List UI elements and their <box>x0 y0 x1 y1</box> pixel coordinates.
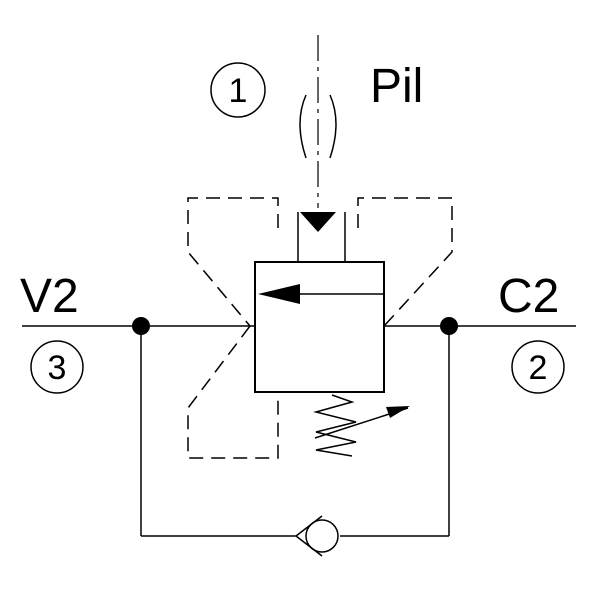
svg-text:1: 1 <box>229 72 248 110</box>
valve-body <box>254 261 385 393</box>
svg-text:2: 2 <box>529 349 548 387</box>
port-label-v2: V2 <box>20 270 79 323</box>
port-number-v2: 3 <box>30 340 84 394</box>
port-number-pilot: 1 <box>210 62 266 118</box>
svg-text:3: 3 <box>48 349 67 387</box>
junction-dot-left <box>132 317 150 335</box>
port-label-c2: C2 <box>498 270 559 323</box>
pilot-label: Pil <box>370 60 423 113</box>
main-lines <box>22 325 576 537</box>
pilot-piston <box>297 212 346 262</box>
port-number-c2: 2 <box>511 340 565 394</box>
check-valve <box>294 515 339 557</box>
dashed-pilot-lines <box>187 197 453 459</box>
adjustable-spring <box>313 394 410 457</box>
flow-arrow <box>258 284 384 304</box>
pilot-line <box>299 35 337 232</box>
junction-dot-right <box>440 317 458 335</box>
